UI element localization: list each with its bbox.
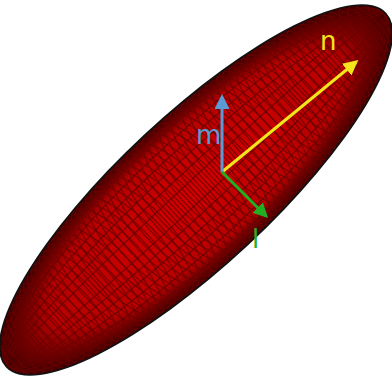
grid-ring xyxy=(215,50,338,178)
axis-label: l xyxy=(252,226,259,252)
axis-label: n xyxy=(320,28,336,54)
axis-label: m xyxy=(196,122,221,148)
n-axis-arrow xyxy=(222,62,356,172)
grid-ring xyxy=(342,0,392,56)
grid-meridian xyxy=(0,6,392,373)
l-axis-arrow xyxy=(222,172,266,216)
grid-ring xyxy=(209,55,334,185)
